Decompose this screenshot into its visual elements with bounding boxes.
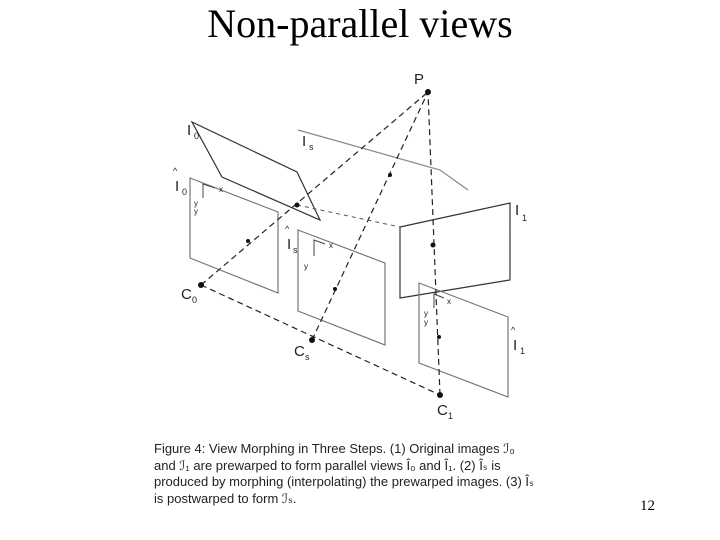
hat-Is: ^ <box>285 224 290 234</box>
slide-title: Non-parallel views <box>207 1 513 46</box>
axis-y2-I1-hat: y <box>424 318 428 327</box>
caption-line: and ℐ₁ are prewarped to form parallel vi… <box>154 457 501 473</box>
axis-y2-I0-hat: y <box>194 207 198 216</box>
axis-x-Is-hat: x <box>329 241 333 250</box>
hat-I1: ^ <box>511 325 516 335</box>
ray-Cs-P <box>311 91 429 341</box>
label-I1-sub: 1 <box>522 213 527 223</box>
label-P: P <box>414 71 424 88</box>
figure-caption: Figure 4: View Morphing in Three Steps. … <box>154 441 554 507</box>
label-I0: I <box>187 122 191 139</box>
hat-I0: ^ <box>173 166 178 176</box>
axis-y1-I1-hat: y <box>424 309 428 318</box>
caption-line: Figure 4: View Morphing in Three Steps. … <box>154 441 515 456</box>
point-P <box>425 89 431 95</box>
connector-I0-I1 <box>296 204 401 228</box>
label-Is-sub: s <box>309 142 314 152</box>
prewarped-plane-Is-hat <box>297 229 386 346</box>
intersection-Is-hat <box>333 287 337 291</box>
axes-I0-hat <box>202 183 216 198</box>
intersection-I1-hat <box>437 335 441 339</box>
intersection-I0-hat <box>246 239 250 243</box>
label-Is-hat: I <box>287 236 291 253</box>
prewarped-plane-I1-hat <box>418 282 509 398</box>
axis-y-Is-hat: y <box>304 262 308 271</box>
label-Cs-sub: s <box>305 352 310 362</box>
label-I0-hat-sub: 0 <box>182 187 187 197</box>
image-plane-I1 <box>399 202 511 299</box>
page-number: 12 <box>640 498 655 514</box>
label-I1: I <box>515 202 519 219</box>
axes-Is-hat <box>313 239 326 256</box>
axis-y1-I0-hat: y <box>194 199 198 208</box>
caption-line: is postwarped to form ℐₛ. <box>154 490 297 506</box>
label-I1-hat-sub: 1 <box>520 346 525 356</box>
caption-line: produced by morphing (interpolating) the… <box>154 474 534 489</box>
label-I0-sub: 0 <box>194 131 199 141</box>
image-plane-I0 <box>190 120 322 222</box>
ray-C0-P <box>200 91 429 286</box>
label-C1-sub: 1 <box>448 411 453 421</box>
label-Is-hat-sub: s <box>293 245 298 255</box>
axes-I1-hat <box>433 293 445 308</box>
point-C1 <box>437 392 443 398</box>
baseline-C0-C1 <box>200 284 441 396</box>
intersection-Is <box>388 173 392 177</box>
label-I1-hat: I <box>513 337 517 354</box>
point-C0 <box>198 282 204 288</box>
image-plane-Is <box>297 129 469 191</box>
label-Is: I <box>302 133 306 150</box>
point-Cs <box>309 337 315 343</box>
label-C1: C <box>437 402 448 419</box>
axis-x-I0-hat: x <box>219 185 223 194</box>
label-I0-hat: I <box>175 178 179 195</box>
prewarped-plane-I0-hat <box>189 177 279 294</box>
intersection-I0 <box>294 202 300 208</box>
label-Cs: C <box>294 343 305 360</box>
axis-x-I1-hat: x <box>447 297 451 306</box>
label-C0-sub: 0 <box>192 295 197 305</box>
label-C0: C <box>181 286 192 303</box>
intersection-I1 <box>430 242 436 248</box>
